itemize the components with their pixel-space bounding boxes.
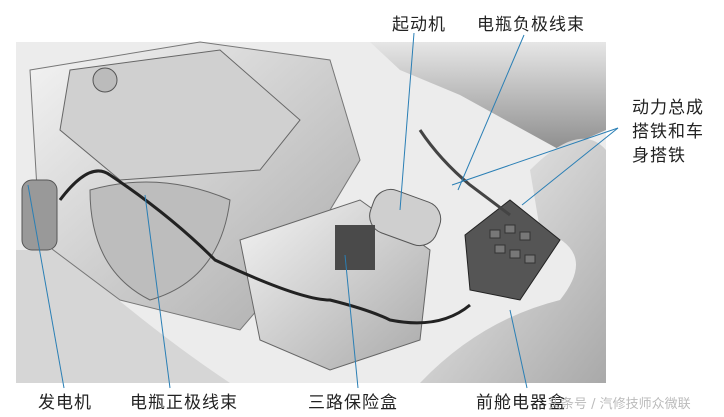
exhaust-manifold	[89, 181, 231, 301]
leader-electrical-box	[509, 309, 528, 389]
alternator-part	[21, 179, 58, 251]
leader-positive	[144, 194, 171, 389]
label-fuse-box: 三路保险盒	[308, 393, 398, 413]
label-ground-line: 身搭铁	[632, 146, 686, 166]
leader-ground-a	[451, 127, 619, 186]
valve-cover	[59, 49, 301, 181]
label-battery-negative: 电瓶负极线束	[477, 15, 585, 35]
leader-negative	[457, 34, 525, 191]
battery-positive-cable	[58, 169, 471, 325]
relay-grid	[489, 224, 536, 264]
leader-lines	[27, 32, 619, 389]
watermark: 头条号 / 汽修技师众微联	[548, 397, 691, 412]
battery-negative-cable	[418, 129, 511, 217]
label-battery-positive: 电瓶正极线束	[130, 393, 238, 413]
leader-fuse	[344, 254, 359, 389]
subframe	[16, 250, 230, 383]
fuse-box-part	[335, 225, 375, 270]
leader-alternator	[27, 184, 65, 389]
label-ground-line: 动力总成	[632, 98, 704, 118]
leader-ground-b	[521, 127, 619, 206]
label-electrical-box: 前舱电器盒	[476, 393, 566, 413]
oil-cap	[92, 67, 118, 93]
strut-tower	[420, 138, 606, 383]
transmission	[239, 199, 431, 371]
label-alternator: 发电机	[38, 393, 92, 413]
fender-panel	[370, 42, 606, 150]
starter-part	[369, 188, 442, 247]
label-ground: 动力总成 搭铁和车 身搭铁	[632, 96, 718, 168]
leader-starter	[399, 32, 415, 211]
label-starter: 起动机	[392, 15, 446, 35]
label-ground-line: 搭铁和车	[632, 122, 704, 142]
